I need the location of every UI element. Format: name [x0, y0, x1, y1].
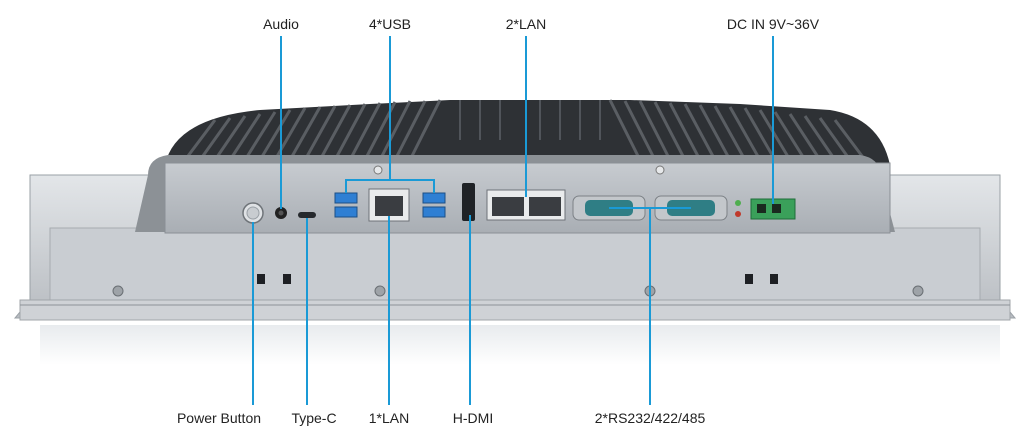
label-dc-in: DC IN 9V~36V [726, 16, 820, 32]
audio-jack [275, 207, 287, 219]
power-button [242, 202, 264, 224]
label-type-c: Type-C [291, 410, 337, 426]
usb-ports [334, 192, 446, 218]
label-power-button: Power Button [176, 410, 262, 426]
label-usb: 4*USB [368, 16, 412, 32]
label-lan-bottom: 1*LAN [368, 410, 410, 426]
heatsink [165, 99, 890, 165]
callout-lines [252, 36, 774, 405]
label-audio: Audio [263, 16, 299, 32]
lan-ports-dual [486, 189, 566, 221]
label-lan-top: 2*LAN [505, 16, 547, 32]
type-c-port [298, 212, 316, 218]
hdmi-port [462, 183, 475, 221]
reflection [40, 325, 1000, 365]
dc-terminal-block [750, 198, 796, 220]
vent-slots [257, 274, 778, 284]
lan-port-single [368, 188, 410, 222]
label-hdmi: H-DMI [452, 410, 494, 426]
status-leds [735, 200, 741, 217]
label-serial: 2*RS232/422/485 [594, 410, 706, 426]
